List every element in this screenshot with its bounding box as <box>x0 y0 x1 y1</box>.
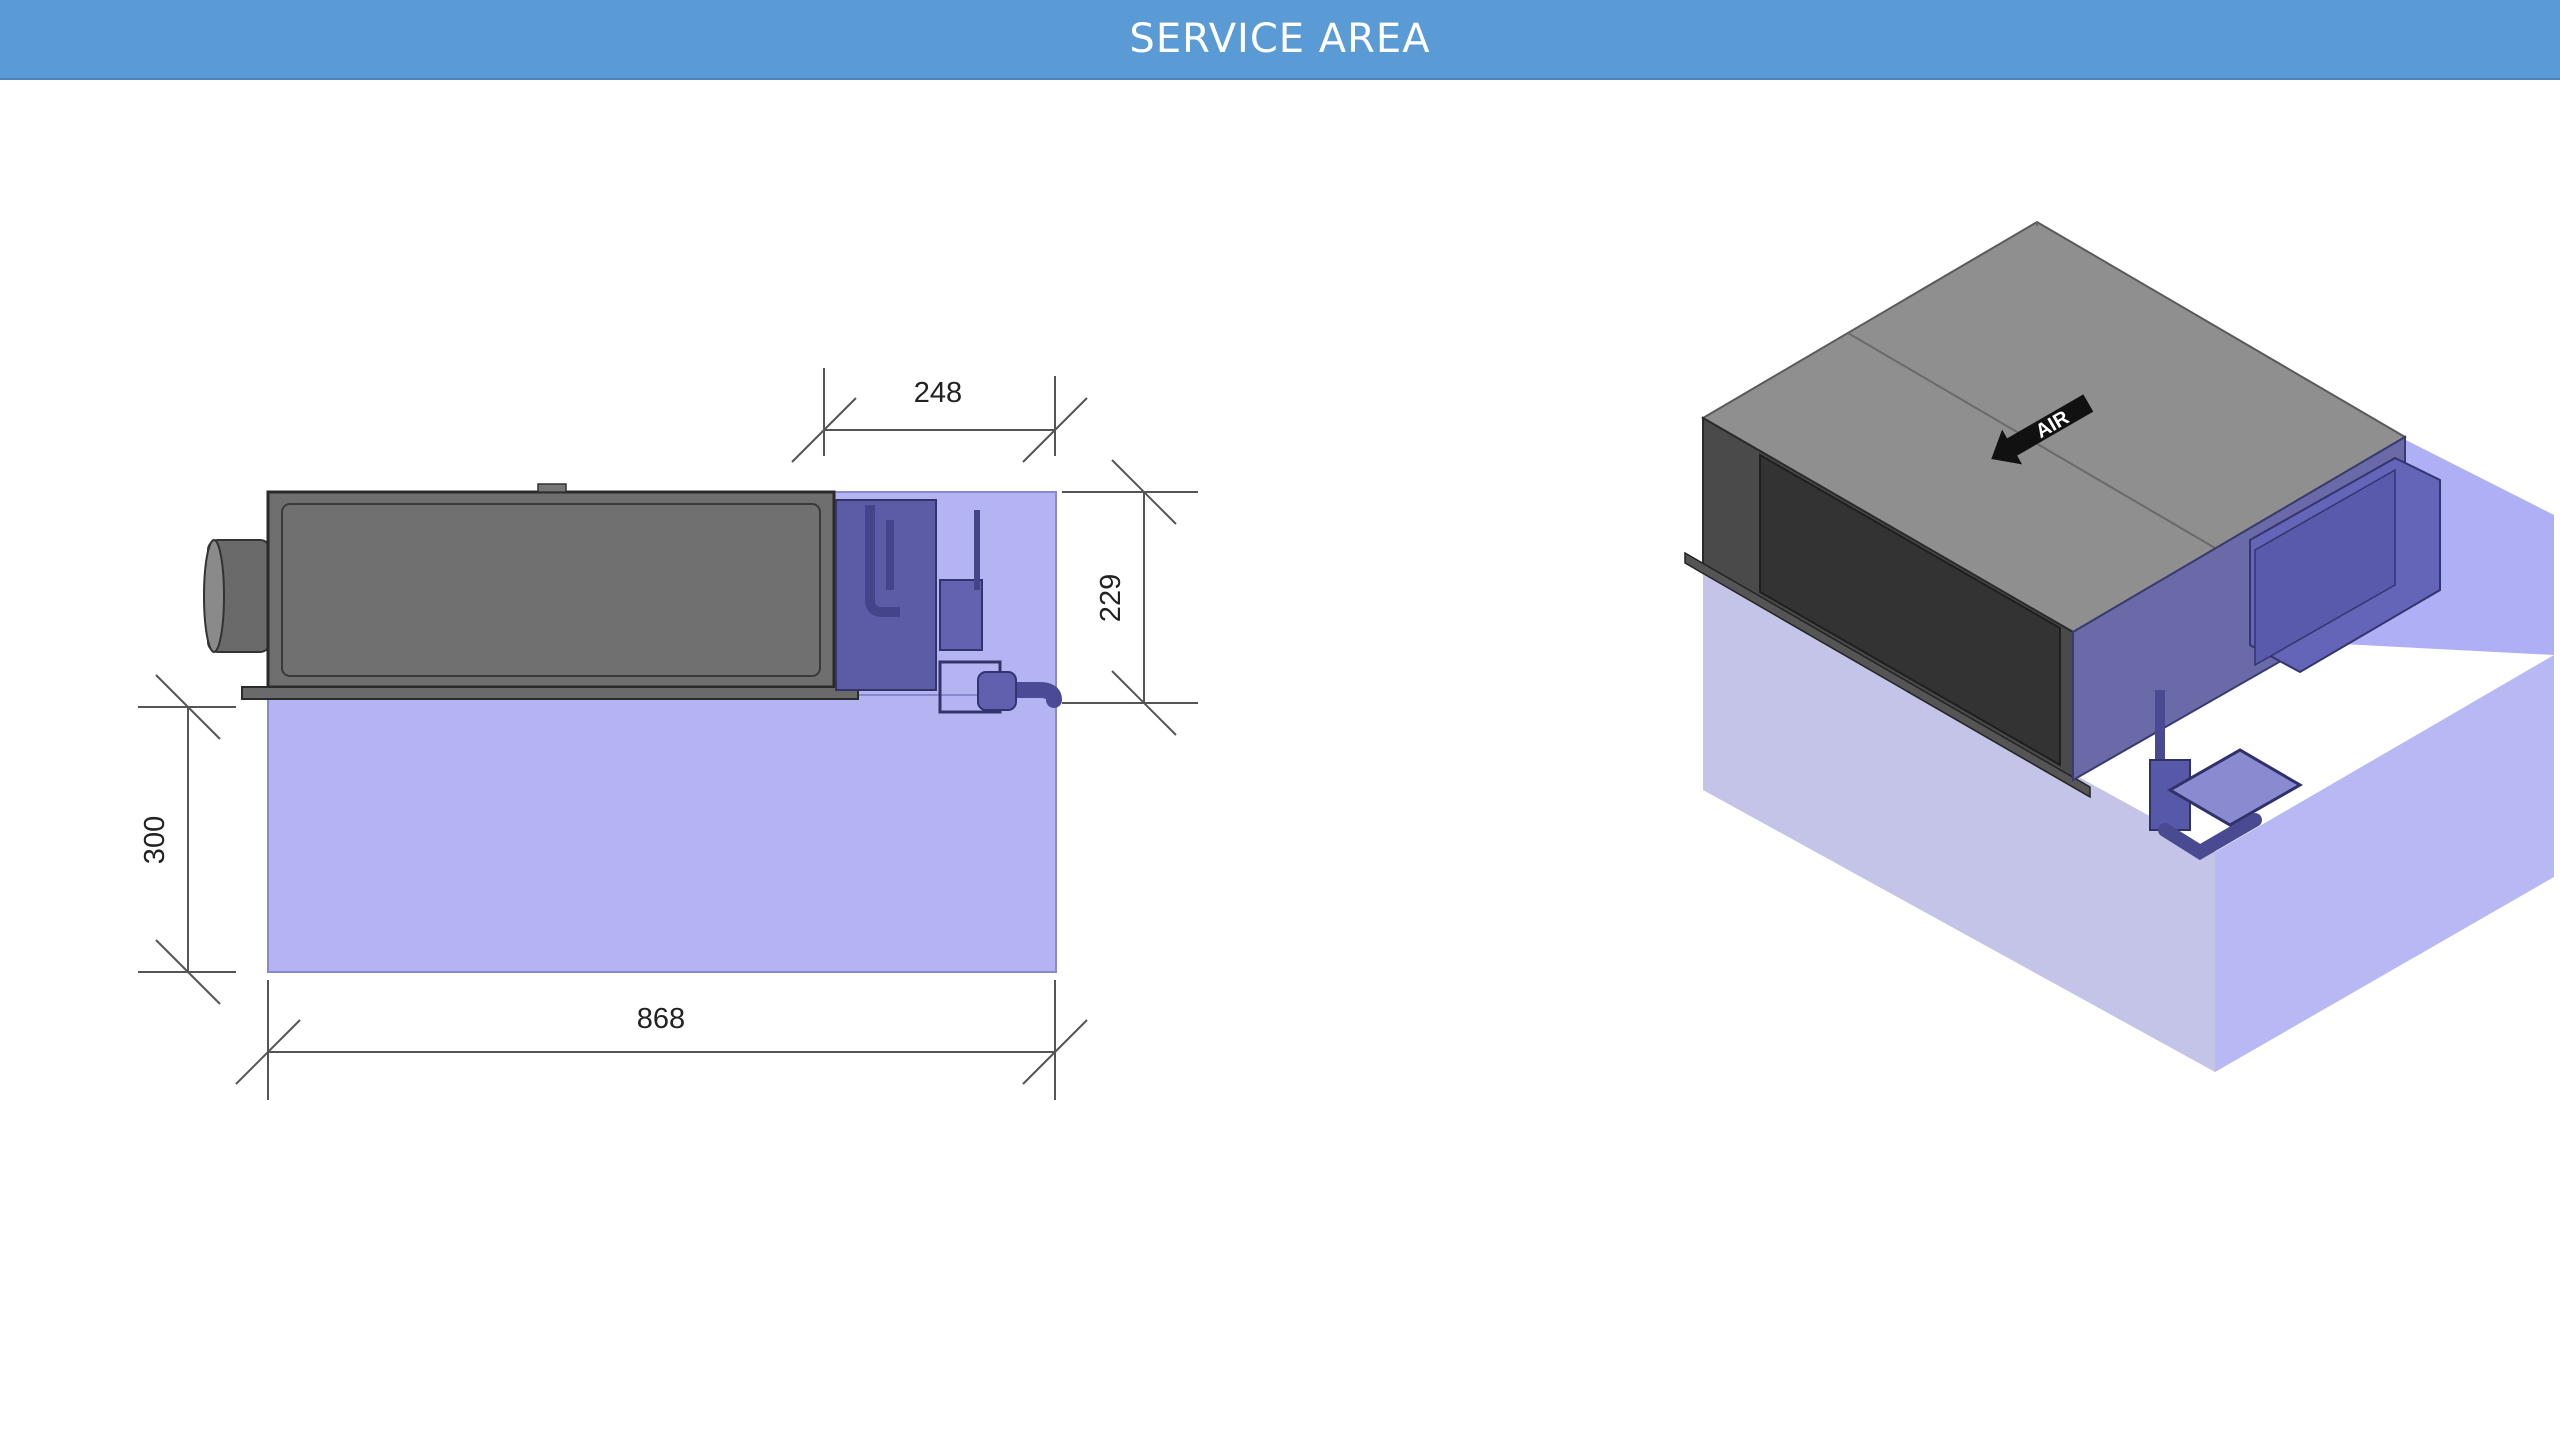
dimension-label-248: 248 <box>914 377 962 409</box>
valve-stem <box>974 510 980 590</box>
front-flange <box>1684 551 2091 799</box>
unit-panel <box>281 503 821 677</box>
side-pipe-1 <box>865 505 900 617</box>
dimension-label-229: 229 <box>1095 574 1127 622</box>
header-bar: SERVICE AREA <box>0 0 2560 80</box>
service-volume-left <box>1703 570 2215 1072</box>
dimension-unit-height <box>1062 459 1198 736</box>
unit-top-tab <box>537 483 567 493</box>
mounting-flange <box>241 686 859 700</box>
dimension-width <box>235 980 1088 1100</box>
iso-control-box-front <box>2254 468 2396 667</box>
service-volume-right <box>2215 655 2554 1072</box>
air-outlet-opening <box>1759 453 2061 767</box>
page-title: SERVICE AREA <box>1129 16 1431 62</box>
service-zone-bottom <box>267 694 1057 973</box>
airflow-arrow-shape <box>1991 394 2094 465</box>
dimension-label-868: 868 <box>637 1003 685 1035</box>
dimension-service-side <box>791 368 1088 463</box>
drain-fitting <box>977 671 1017 711</box>
valve-block <box>939 579 983 651</box>
iso-drain-pan <box>2167 748 2303 827</box>
iso-view: AIR <box>1684 220 2554 1072</box>
drain-pipe <box>982 682 1062 708</box>
dimension-service-height <box>138 674 236 1005</box>
iso-drain-pipe <box>2158 813 2262 861</box>
duct-collar-ring <box>203 539 225 653</box>
side-view: 248 229 300 868 <box>138 368 1198 1100</box>
dimension-label-300: 300 <box>139 816 171 864</box>
